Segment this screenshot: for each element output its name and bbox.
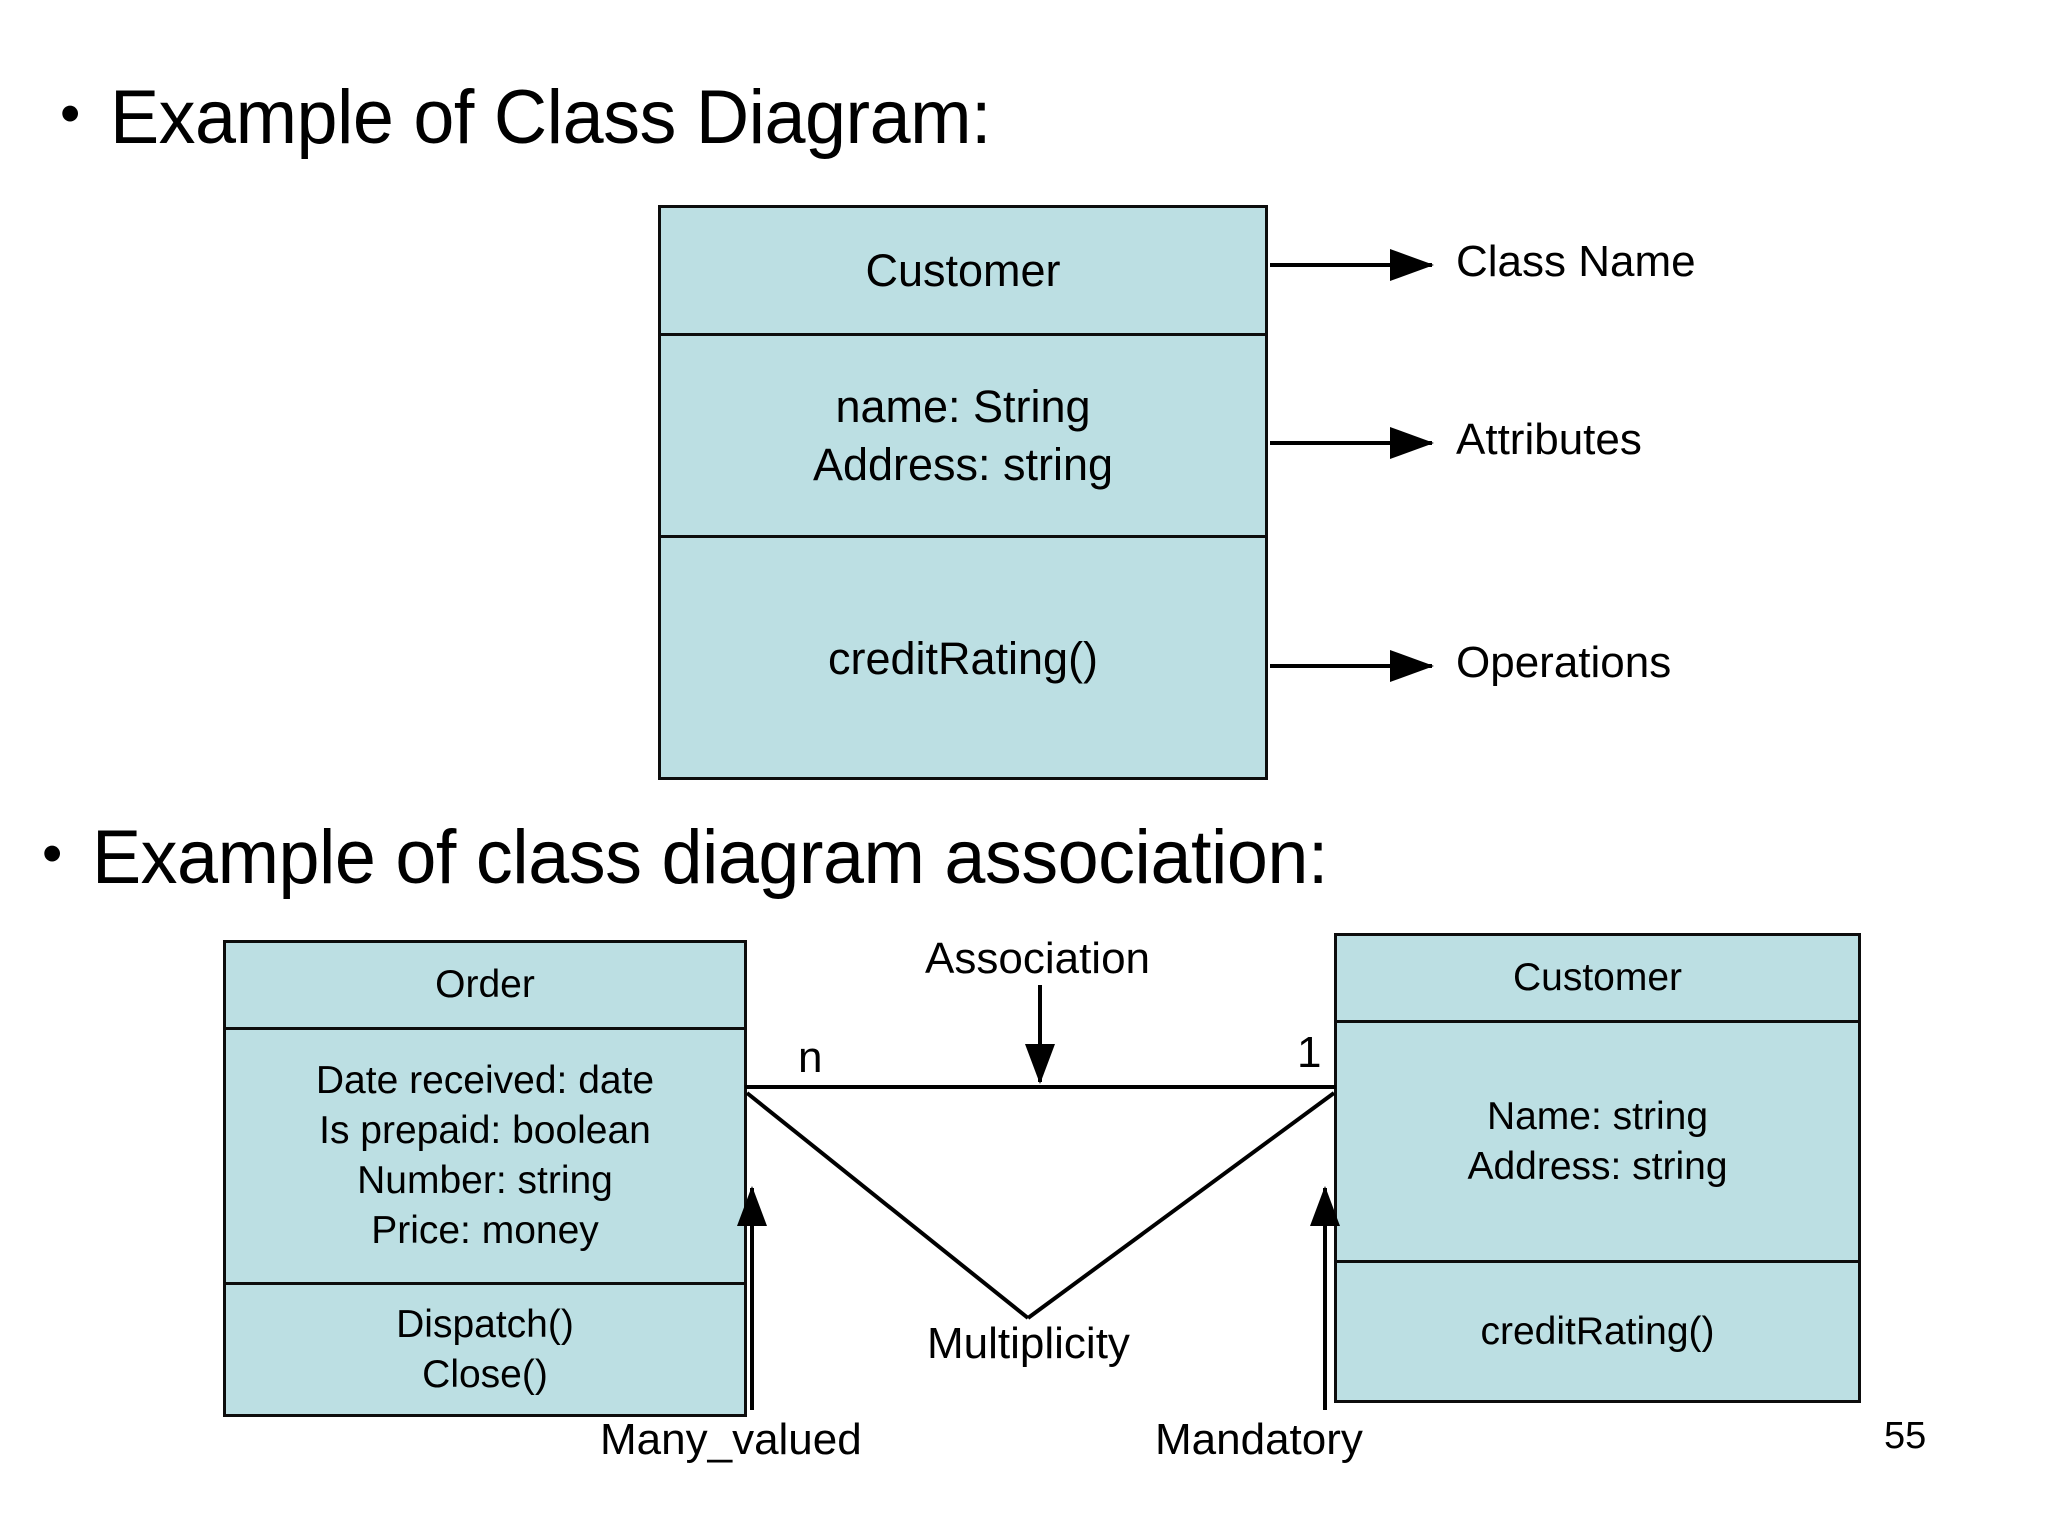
class-name-text: Customer xyxy=(865,244,1061,296)
attribute-line: Is prepaid: boolean xyxy=(319,1109,651,1153)
attribute-line: Price: money xyxy=(371,1208,599,1252)
class-name-compartment: Customer xyxy=(661,208,1265,333)
class-operations-compartment: creditRating() xyxy=(661,535,1265,780)
annotation-label-mandatory: Mandatory xyxy=(1155,1415,1363,1464)
heading-class-diagram-text: Example of Class Diagram: xyxy=(110,75,992,160)
operation-line: Close() xyxy=(422,1352,548,1396)
attribute-line: Address: string xyxy=(812,438,1114,490)
multiplicity-1-label: 1 xyxy=(1297,1028,1322,1077)
heading-class-diagram: • Example of Class Diagram: xyxy=(60,78,1019,158)
bullet-point-icon: • xyxy=(60,81,81,146)
class-box-customer-top: Customer name: String Address: string cr… xyxy=(658,205,1268,780)
callout-label-operations: Operations xyxy=(1456,638,1672,687)
operation-line: creditRating() xyxy=(1480,1309,1715,1353)
attribute-line: name: String xyxy=(835,380,1091,432)
annotation-label-many-valued: Many_valued xyxy=(600,1415,862,1464)
class-attributes-compartment: name: String Address: string xyxy=(661,333,1265,535)
attribute-line: Number: string xyxy=(357,1159,613,1202)
multiplicity-label: Multiplicity xyxy=(927,1319,1130,1368)
class-name-compartment: Customer xyxy=(1337,936,1858,1020)
bullet-point-icon: • xyxy=(42,821,63,886)
heading-class-association-text: Example of class diagram association: xyxy=(92,815,1329,900)
operation-line: Dispatch() xyxy=(396,1302,574,1346)
multiplicity-pointer-right xyxy=(1026,1091,1336,1320)
operation-line: creditRating() xyxy=(827,633,1099,685)
heading-class-association: • Example of class diagram association: xyxy=(42,818,1366,898)
callout-label-class-name: Class Name xyxy=(1456,237,1696,286)
class-operations-compartment: Dispatch() Close() xyxy=(226,1282,744,1414)
class-box-order: Order Date received: date Is prepaid: bo… xyxy=(223,940,747,1417)
class-name-text: Order xyxy=(435,963,535,1007)
attribute-line: Address: string xyxy=(1467,1144,1728,1188)
callout-label-attributes: Attributes xyxy=(1456,415,1642,464)
class-attributes-compartment: Name: string Address: string xyxy=(1337,1020,1858,1260)
attribute-line: Date received: date xyxy=(315,1059,655,1103)
class-attributes-compartment: Date received: date Is prepaid: boolean … xyxy=(226,1027,744,1282)
class-name-compartment: Order xyxy=(226,943,744,1027)
multiplicity-pointer-left xyxy=(745,1091,1030,1320)
association-label: Association xyxy=(925,934,1151,983)
class-name-text: Customer xyxy=(1512,956,1683,1000)
attribute-line: Name: string xyxy=(1486,1094,1709,1138)
class-box-customer-association: Customer Name: string Address: string cr… xyxy=(1334,933,1861,1403)
class-operations-compartment: creditRating() xyxy=(1337,1260,1858,1400)
page-number: 55 xyxy=(1884,1415,1927,1457)
multiplicity-n-label: n xyxy=(798,1033,823,1082)
